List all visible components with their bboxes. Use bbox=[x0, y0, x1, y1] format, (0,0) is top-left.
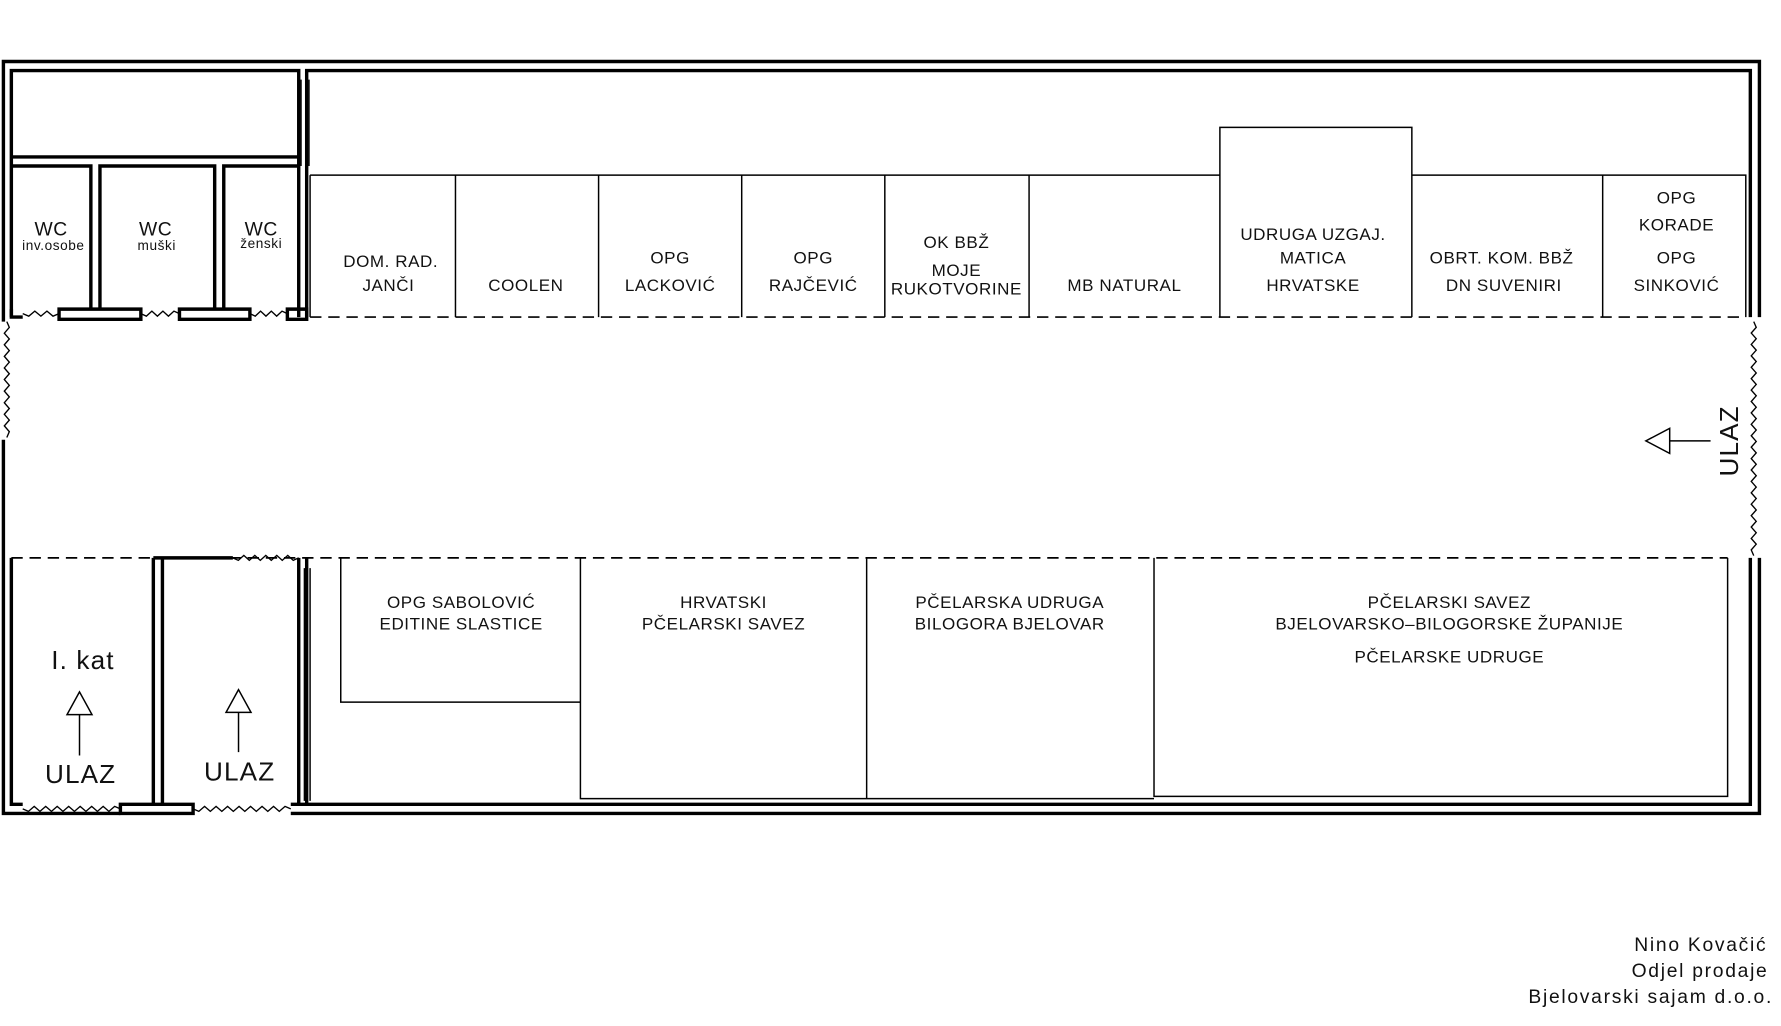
stall-pcelarski-savez-bbz[interactable]: PČELARSKI SAVEZ BJELOVARSKO–BILOGORSKE Ž… bbox=[1275, 593, 1623, 667]
stall-label: RAJČEVIĆ bbox=[769, 276, 858, 295]
stall-label: MOJE bbox=[932, 261, 982, 280]
door-opening bbox=[1750, 321, 1758, 556]
door-opening bbox=[192, 805, 292, 813]
stall-pcelarska-udruga-bilogora[interactable]: PČELARSKA UDRUGA BILOGORA BJELOVAR bbox=[915, 593, 1105, 634]
stall-label: PČELARSKE UDRUGE bbox=[1354, 647, 1544, 666]
top-stalls: DOM. RAD. JANČI COOLEN OPG LACKOVIĆ OPG … bbox=[309, 126, 1747, 318]
wc-muski: WC muški bbox=[138, 219, 176, 253]
stall-label: OPG bbox=[1657, 249, 1697, 268]
stall-label: OBRT. KOM. BBŽ bbox=[1430, 249, 1574, 268]
wc-title: WC bbox=[245, 219, 278, 240]
stall-opg-rajcevic[interactable]: OPG RAJČEVIĆ bbox=[769, 249, 858, 295]
stall-label: DN SUVENIRI bbox=[1446, 276, 1562, 295]
wc-inv-osobe: WC inv.osobe bbox=[22, 219, 84, 253]
stall-label: OPG SABOLOVIĆ bbox=[387, 593, 535, 612]
bottom-stalls: OPG SABOLOVIĆ EDITINE SLASTICE HRVATSKI … bbox=[340, 557, 1729, 800]
wc-subtitle: muški bbox=[138, 238, 176, 253]
stall-label: COOLEN bbox=[488, 276, 563, 295]
stall-label: JANČI bbox=[362, 276, 414, 295]
door-opening bbox=[249, 310, 288, 318]
stall-ok-bbz[interactable]: OK BBŽ MOJE RUKOTVORINE bbox=[891, 233, 1022, 299]
arrow-left-icon bbox=[1644, 427, 1711, 455]
stall-coolen[interactable]: COOLEN bbox=[488, 276, 563, 295]
entrance-label: ULAZ bbox=[204, 756, 275, 786]
door-opening bbox=[232, 554, 300, 562]
entrance-label: ULAZ bbox=[45, 759, 116, 789]
stall-label: DOM. RAD. bbox=[343, 252, 438, 271]
stall-label: OPG bbox=[1657, 188, 1697, 207]
stall-label: HRVATSKE bbox=[1266, 276, 1359, 295]
door-openings bbox=[3, 310, 1758, 813]
stall-label: OPG bbox=[650, 249, 690, 268]
department: Odjel prodaje bbox=[1632, 961, 1769, 982]
stall-opg-sabolovic[interactable]: OPG SABOLOVIĆ EDITINE SLASTICE bbox=[380, 593, 543, 634]
wc-title: WC bbox=[34, 219, 67, 240]
signature-block: Nino Kovačić Odjel prodaje Bjelovarski s… bbox=[1528, 935, 1773, 1008]
company: Bjelovarski sajam d.o.o. bbox=[1528, 987, 1773, 1008]
stall-label: PČELARSKI SAVEZ bbox=[1368, 593, 1531, 612]
stall-label: RUKOTVORINE bbox=[891, 279, 1022, 298]
arrow-up-icon bbox=[65, 690, 94, 756]
stall-label: HRVATSKI bbox=[680, 593, 767, 612]
door-opening bbox=[22, 805, 121, 813]
stairs-label: I. kat bbox=[51, 645, 114, 675]
wc-title: WC bbox=[139, 219, 172, 240]
wc-subtitle: inv.osobe bbox=[22, 238, 84, 253]
stall-label: OK BBŽ bbox=[923, 233, 989, 252]
door-opening bbox=[22, 310, 60, 318]
stall-label: MATICA bbox=[1280, 249, 1347, 268]
stall-label: BILOGORA BJELOVAR bbox=[915, 614, 1105, 633]
stall-mb-natural[interactable]: MB NATURAL bbox=[1067, 276, 1181, 295]
stall-opg-korade-sinkovic[interactable]: OPG KORADE OPG SINKOVIĆ bbox=[1634, 188, 1720, 294]
stall-label: BJELOVARSKO–BILOGORSKE ŽUPANIJE bbox=[1275, 614, 1623, 633]
wc-subtitle: ženski bbox=[240, 236, 282, 251]
stall-hrvatski-pcelarski-savez[interactable]: HRVATSKI PČELARSKI SAVEZ bbox=[642, 593, 805, 634]
stall-obrt-kom-bbz[interactable]: OBRT. KOM. BBŽ DN SUVENIRI bbox=[1430, 249, 1574, 295]
hall-walls bbox=[1, 59, 1762, 816]
arrow-up-icon bbox=[224, 688, 253, 753]
stall-label: OPG bbox=[793, 249, 833, 268]
door-opening bbox=[140, 310, 180, 318]
stall-label: UDRUGA UZGAJ. bbox=[1240, 225, 1385, 244]
stall-label: LACKOVIĆ bbox=[625, 276, 716, 295]
stall-opg-lackovic[interactable]: OPG LACKOVIĆ bbox=[625, 249, 716, 295]
wc-zenski: WC ženski bbox=[240, 219, 282, 251]
stall-dom-rad-janci[interactable]: DOM. RAD. JANČI bbox=[343, 252, 438, 295]
stall-udruga-uzgaj[interactable]: UDRUGA UZGAJ. MATICA HRVATSKE bbox=[1240, 225, 1385, 295]
stall-label: PČELARSKA UDRUGA bbox=[915, 593, 1104, 612]
stall-label: SINKOVIĆ bbox=[1634, 276, 1720, 295]
door-opening bbox=[3, 321, 11, 438]
stall-label: MB NATURAL bbox=[1067, 276, 1181, 295]
stall-label: PČELARSKI SAVEZ bbox=[642, 614, 805, 633]
stall-label: KORADE bbox=[1639, 216, 1714, 235]
author-name: Nino Kovačić bbox=[1634, 935, 1767, 956]
entrance-label: ULAZ bbox=[1714, 405, 1744, 476]
stall-label: EDITINE SLASTICE bbox=[380, 614, 543, 633]
